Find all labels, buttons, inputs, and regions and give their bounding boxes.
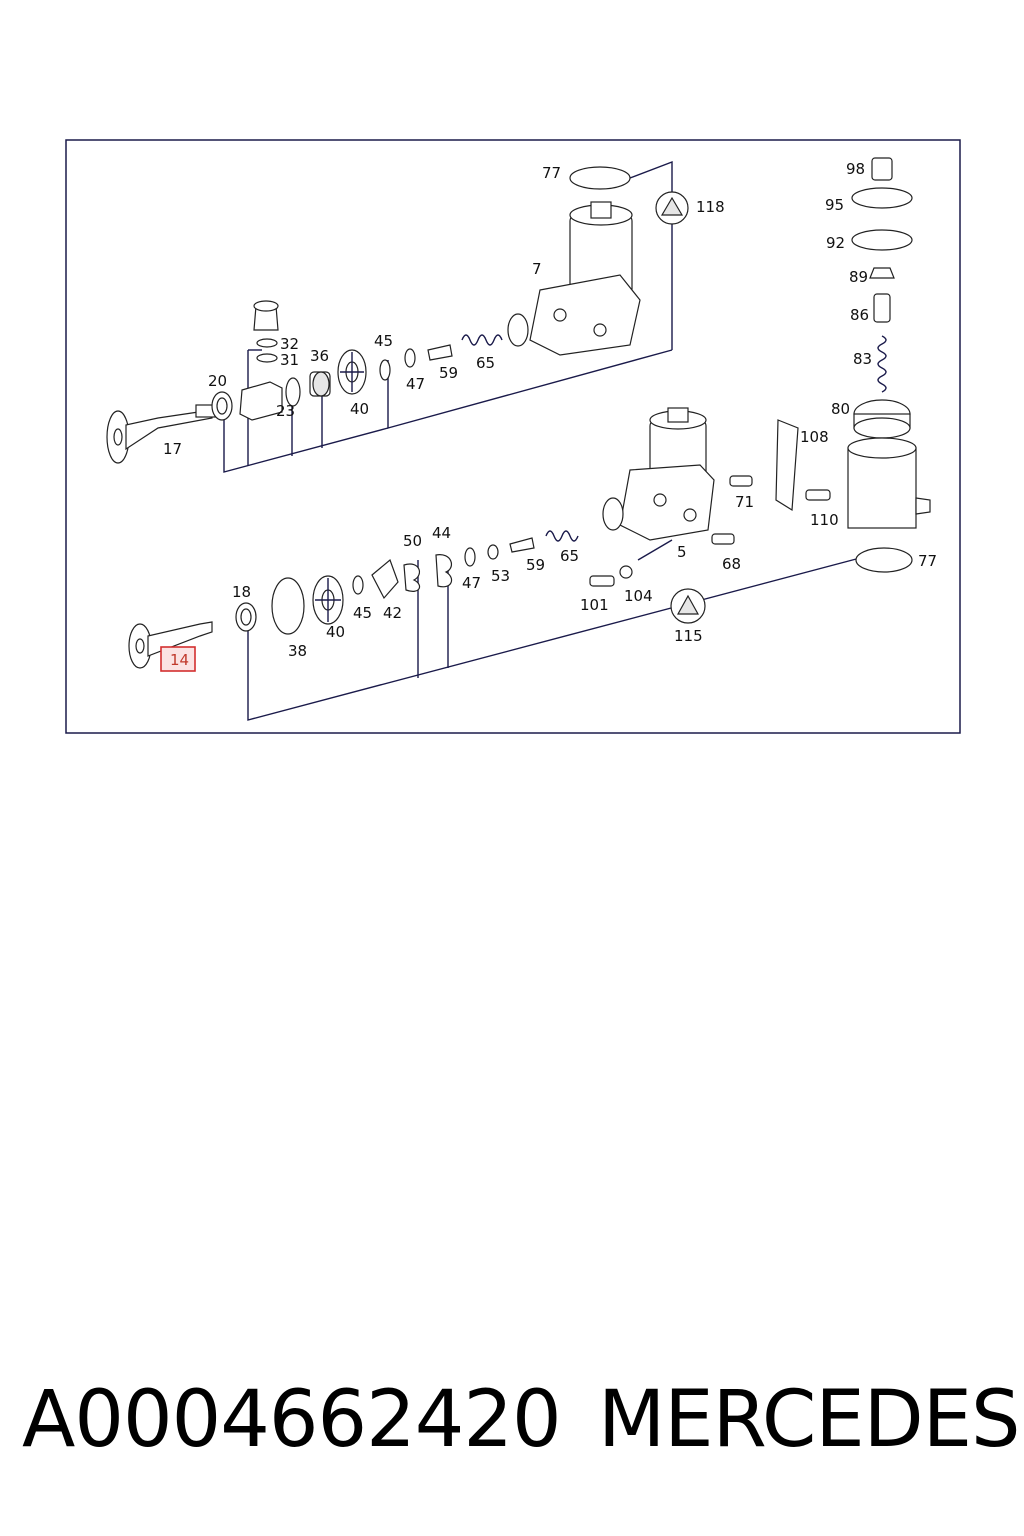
label-5: 5 bbox=[677, 543, 687, 561]
label-38: 38 bbox=[288, 642, 307, 660]
label-23: 23 bbox=[276, 402, 295, 420]
label-45-lower: 45 bbox=[353, 604, 372, 622]
label-7: 7 bbox=[532, 260, 542, 278]
label-83: 83 bbox=[853, 350, 872, 368]
label-42: 42 bbox=[383, 604, 402, 622]
label-108: 108 bbox=[800, 428, 829, 446]
label-40-lower: 40 bbox=[326, 623, 345, 641]
brand-name: MERCEDES bbox=[598, 1375, 1020, 1465]
label-101: 101 bbox=[580, 596, 609, 614]
pump-5 bbox=[602, 407, 715, 541]
label-118: 118 bbox=[696, 198, 725, 216]
right-column bbox=[729, 157, 931, 573]
label-59-lower: 59 bbox=[526, 556, 545, 574]
exploded-parts-diagram: 77 118 98 95 92 89 86 83 80 7 32 31 36 4… bbox=[65, 139, 961, 734]
callout-labels: 77 118 98 95 92 89 86 83 80 7 32 31 36 4… bbox=[160, 160, 937, 672]
label-77-lower: 77 bbox=[918, 552, 937, 570]
label-68: 68 bbox=[722, 555, 741, 573]
label-18: 18 bbox=[232, 583, 251, 601]
leader-lines bbox=[223, 160, 861, 721]
label-65-upper: 65 bbox=[476, 354, 495, 372]
label-53: 53 bbox=[491, 567, 510, 585]
label-50: 50 bbox=[403, 532, 422, 550]
label-36: 36 bbox=[310, 347, 329, 365]
label-44: 44 bbox=[432, 524, 451, 542]
label-47-lower: 47 bbox=[462, 574, 481, 592]
label-86: 86 bbox=[850, 306, 869, 324]
label-20: 20 bbox=[208, 372, 227, 390]
label-80: 80 bbox=[831, 400, 850, 418]
shaft-17 bbox=[106, 404, 217, 464]
label-89: 89 bbox=[849, 268, 868, 286]
highlight-box-14 bbox=[160, 646, 196, 672]
label-59-upper: 59 bbox=[439, 364, 458, 382]
label-65-lower: 65 bbox=[560, 547, 579, 565]
label-71: 71 bbox=[735, 493, 754, 511]
label-115: 115 bbox=[674, 627, 703, 645]
label-95: 95 bbox=[825, 196, 844, 214]
label-98: 98 bbox=[846, 160, 865, 178]
part-number: A0004662420 bbox=[22, 1375, 562, 1465]
label-31: 31 bbox=[280, 351, 299, 369]
label-17: 17 bbox=[163, 440, 182, 458]
label-77-top: 77 bbox=[542, 164, 561, 182]
label-40-upper: 40 bbox=[350, 400, 369, 418]
label-92: 92 bbox=[826, 234, 845, 252]
lower-assembly bbox=[128, 407, 735, 669]
diagram-frame bbox=[65, 139, 961, 734]
label-45-upper: 45 bbox=[374, 332, 393, 350]
label-104: 104 bbox=[624, 587, 653, 605]
label-32: 32 bbox=[280, 335, 299, 353]
upper-assembly bbox=[106, 166, 689, 464]
label-14: 14 bbox=[170, 651, 189, 669]
label-110: 110 bbox=[810, 511, 839, 529]
label-47-upper: 47 bbox=[406, 375, 425, 393]
pump-7 bbox=[507, 201, 641, 356]
